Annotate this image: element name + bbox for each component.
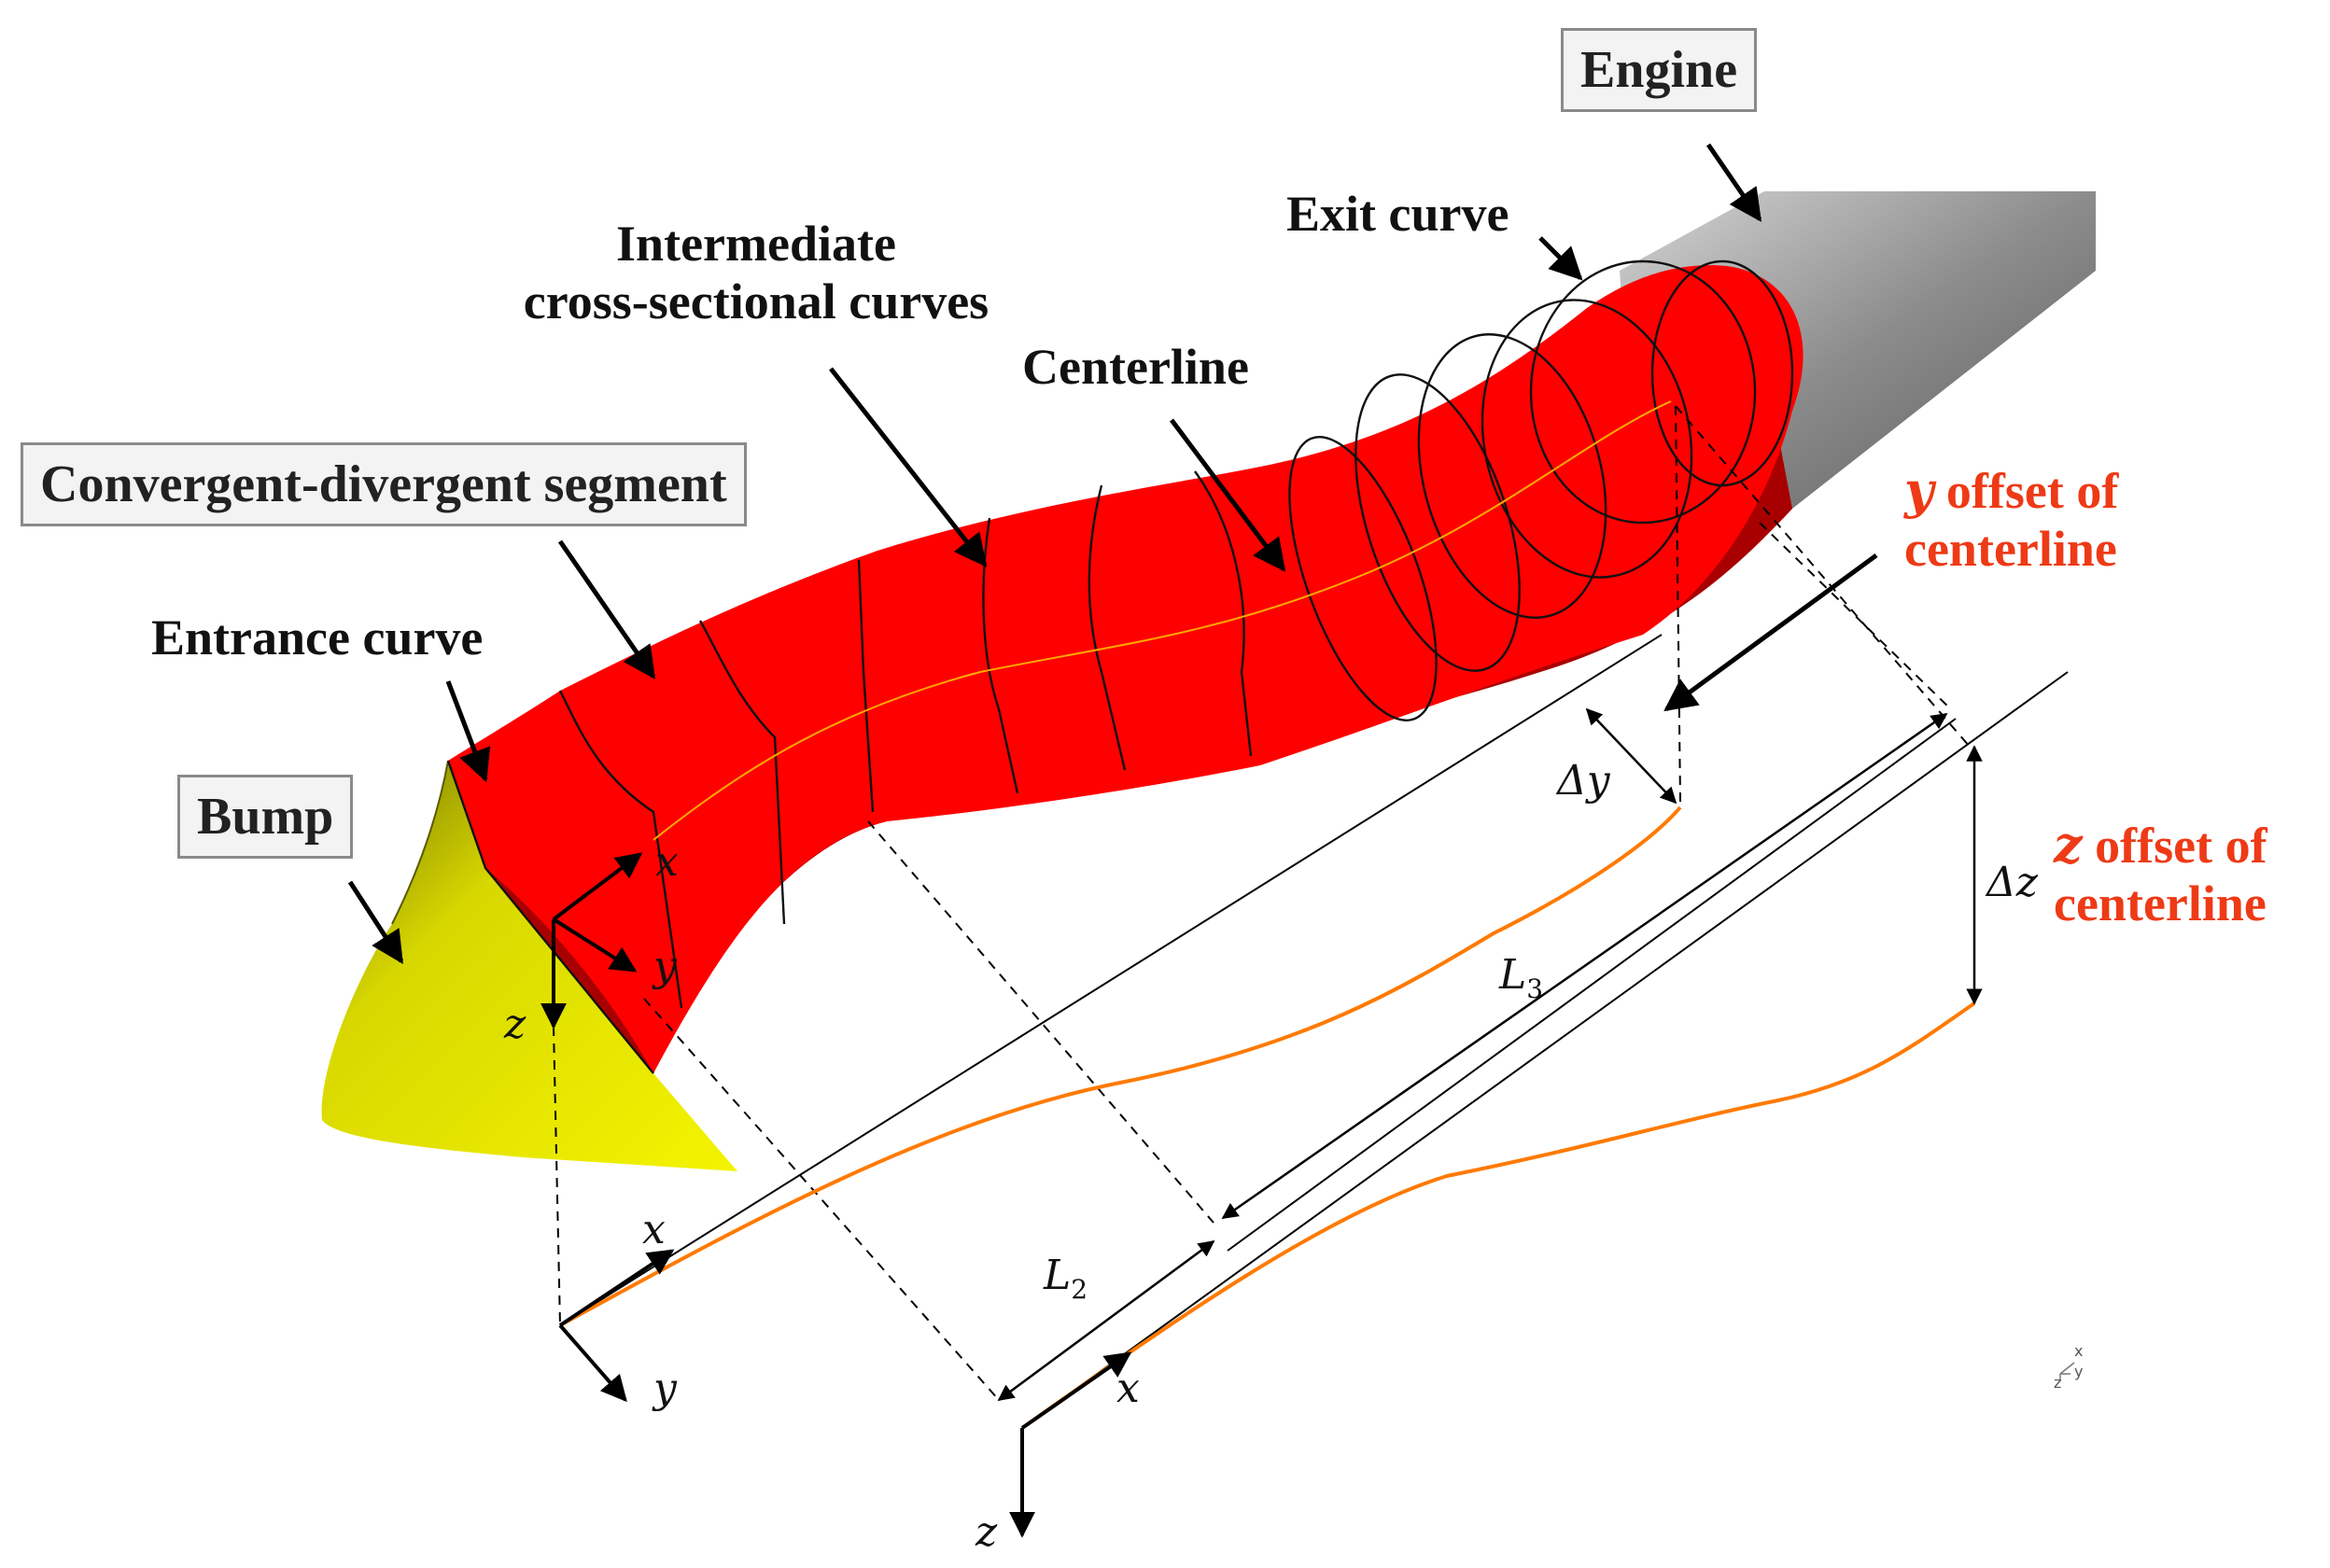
projection-lines [553, 405, 1971, 1401]
duct-axis-x-label: x [655, 838, 679, 886]
duct-axis-y-label: y [653, 943, 677, 990]
exit-curve-label: Exit curve [1286, 186, 1509, 242]
bump-label: Bump [177, 775, 354, 859]
corner-triad [2059, 1362, 2075, 1381]
intermediate-label: Intermediate cross-sectional curves [467, 215, 1046, 330]
engine-label: Engine [1561, 28, 1758, 112]
delta-z-label: Δz [1986, 859, 2038, 906]
centerline-label: Centerline [1022, 339, 1249, 395]
triad-y: y [2074, 1363, 2084, 1380]
triad-z: z [2054, 1374, 2062, 1392]
duct-axis-z-label: z [504, 1001, 526, 1048]
l3-symbol: L [1499, 951, 1527, 999]
yproj-axis-y-label: y [653, 1365, 677, 1412]
l2-symbol: L [1044, 1252, 1072, 1299]
yproj-axis-x-label: x [642, 1206, 666, 1253]
y-offset-text: offset of [1933, 463, 2119, 519]
y-offset-var: y [1904, 460, 1934, 520]
entrance-curve-label: Entrance curve [151, 609, 484, 665]
intermediate-label-line1: Intermediate [616, 216, 896, 272]
l3-subscript: 3 [1526, 973, 1544, 1004]
z-projection-axes [1009, 1351, 1132, 1538]
z-offset-var: z [2054, 815, 2083, 875]
duct-centerline [653, 400, 1672, 841]
l3-label: L3 [1499, 955, 1543, 1002]
delta-y-label: Δy [1557, 757, 1610, 805]
bump-surface [321, 761, 737, 1171]
l2-subscript: 2 [1071, 1273, 1088, 1305]
local-axes [540, 852, 643, 1029]
zproj-axis-x-label: x [1116, 1365, 1140, 1412]
y-offset-label-line2: centerline [1904, 521, 2117, 578]
z-offset-curve [1020, 1001, 1976, 1430]
z-offset-label-line1: z offset of [2054, 816, 2267, 875]
bump-edge [391, 760, 449, 925]
leader-arrows [347, 143, 1878, 964]
z-offset-text: offset of [2082, 818, 2267, 874]
dimension-arrows [997, 707, 1983, 1402]
y-offset-label-line1: y offset of [1904, 461, 2118, 520]
z-offset-label-line2: centerline [2054, 875, 2267, 932]
convergent-divergent-label: Convergent-divergent segment [21, 442, 747, 526]
intermediate-label-line2: cross-sectional curves [523, 273, 990, 330]
zproj-axis-z-label: z [976, 1508, 998, 1556]
l2-label: L2 [1044, 1255, 1088, 1303]
triad-x: x [2074, 1342, 2084, 1360]
z-offset-label: z offset of centerline [2054, 816, 2267, 932]
y-projection-axes [558, 1249, 675, 1403]
duct-body [448, 265, 1804, 1073]
y-offset-label: y offset of centerline [1904, 461, 2118, 578]
